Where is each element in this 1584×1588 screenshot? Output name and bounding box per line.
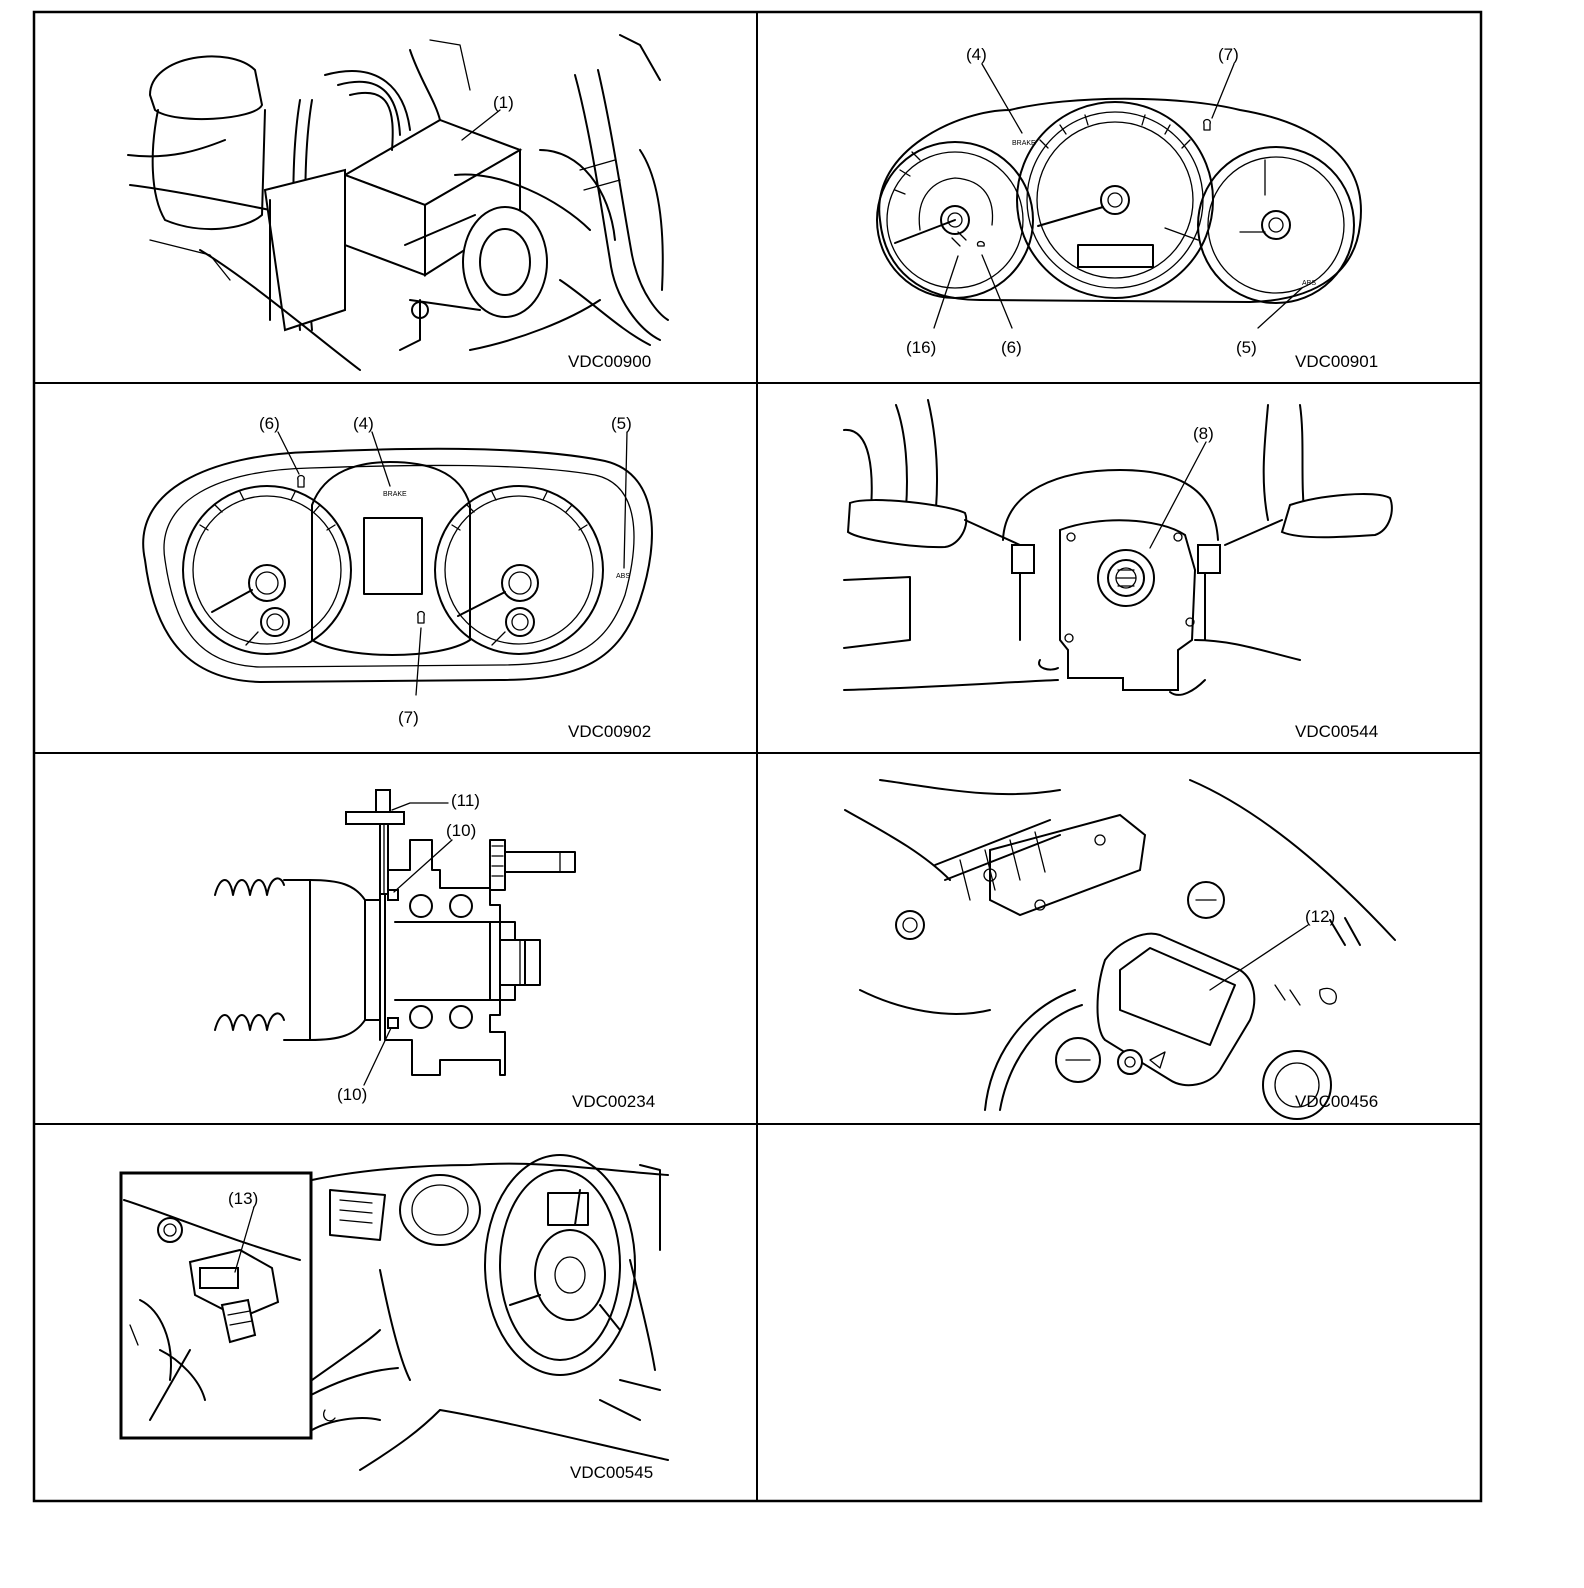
callout-leaders	[363, 802, 453, 1086]
callout-label-7: (7)	[398, 708, 419, 727]
combination-meter-illustration	[876, 97, 1362, 304]
console-illustration	[844, 779, 1396, 1120]
abs-warning-lamp: ABS	[1302, 280, 1316, 287]
panel-combination-meter-a: BRAKE ABS (4) (7) (16) (6) (5) VDC00901	[876, 45, 1378, 371]
panel-hydraulic-unit: (1) VDC00900	[127, 34, 669, 371]
callout-label-12: (12)	[1305, 907, 1335, 926]
callout-label-4: (4)	[353, 414, 374, 433]
figure-code: VDC00545	[570, 1463, 653, 1482]
callout-label-4: (4)	[966, 45, 987, 64]
figure-code: VDC00900	[568, 352, 651, 371]
panel-steering-angle-sensor: (8) VDC00544	[843, 399, 1393, 741]
callout-label-10: (10)	[446, 821, 476, 840]
callout-label-11: (11)	[451, 791, 480, 810]
panel-combination-meter-b: BRAKE ABS (6) (4) (5) (7) VDC00902	[142, 414, 653, 741]
callout-leader-13	[234, 1206, 255, 1273]
panel-yaw-rate-sensor: (12) VDC00456	[844, 779, 1396, 1120]
callout-label-6: (6)	[1001, 338, 1022, 357]
figure-code: VDC00234	[572, 1092, 655, 1111]
figure-code: VDC00902	[568, 722, 651, 741]
callout-label-13: (13)	[228, 1189, 258, 1208]
panel-diagnostic-connector: (13) VDC00545	[119, 1154, 669, 1482]
panel-wheel-speed-sensor: (11) (10) (10) VDC00234	[214, 789, 655, 1111]
grid-frame	[32, 10, 1483, 1503]
hub-cross-section-illustration	[214, 789, 576, 1076]
steering-column-illustration	[843, 399, 1393, 696]
callout-leader-12	[1209, 924, 1309, 991]
dashboard-illustration	[311, 1154, 669, 1471]
callout-label-16: (16)	[906, 338, 936, 357]
hydraulic-unit-illustration	[127, 34, 669, 371]
abs-warning-lamp: ABS	[616, 573, 630, 580]
callout-label-1: (1)	[493, 93, 514, 112]
callout-leaders	[933, 63, 1303, 329]
brake-warning-lamp: BRAKE	[1012, 140, 1036, 147]
callout-label-8: (8)	[1193, 424, 1214, 443]
combination-meter-illustration	[142, 447, 653, 683]
callout-leader-1	[461, 109, 501, 141]
callout-label-10: (10)	[337, 1085, 367, 1104]
callout-label-7: (7)	[1218, 45, 1239, 64]
callout-leader-8	[1149, 441, 1207, 549]
figure-code: VDC00901	[1295, 352, 1378, 371]
callout-label-5: (5)	[611, 414, 632, 433]
connector-inset	[119, 1171, 399, 1440]
callout-label-6: (6)	[259, 414, 280, 433]
callout-leaders	[277, 431, 628, 696]
brake-warning-lamp: BRAKE	[383, 491, 407, 498]
figure-code: VDC00544	[1295, 722, 1378, 741]
figure-code: VDC00456	[1295, 1092, 1378, 1111]
callout-label-5: (5)	[1236, 338, 1257, 357]
